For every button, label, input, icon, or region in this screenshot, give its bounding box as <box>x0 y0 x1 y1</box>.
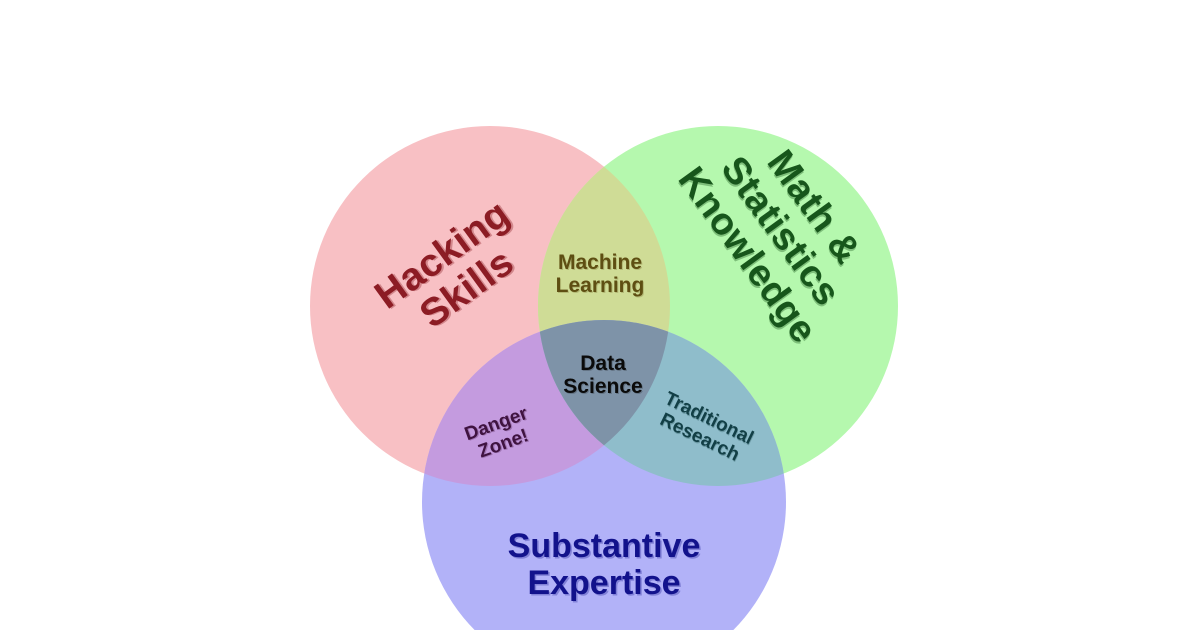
intersection-danger-zone <box>422 320 670 486</box>
intersection-traditional-research <box>538 320 786 486</box>
